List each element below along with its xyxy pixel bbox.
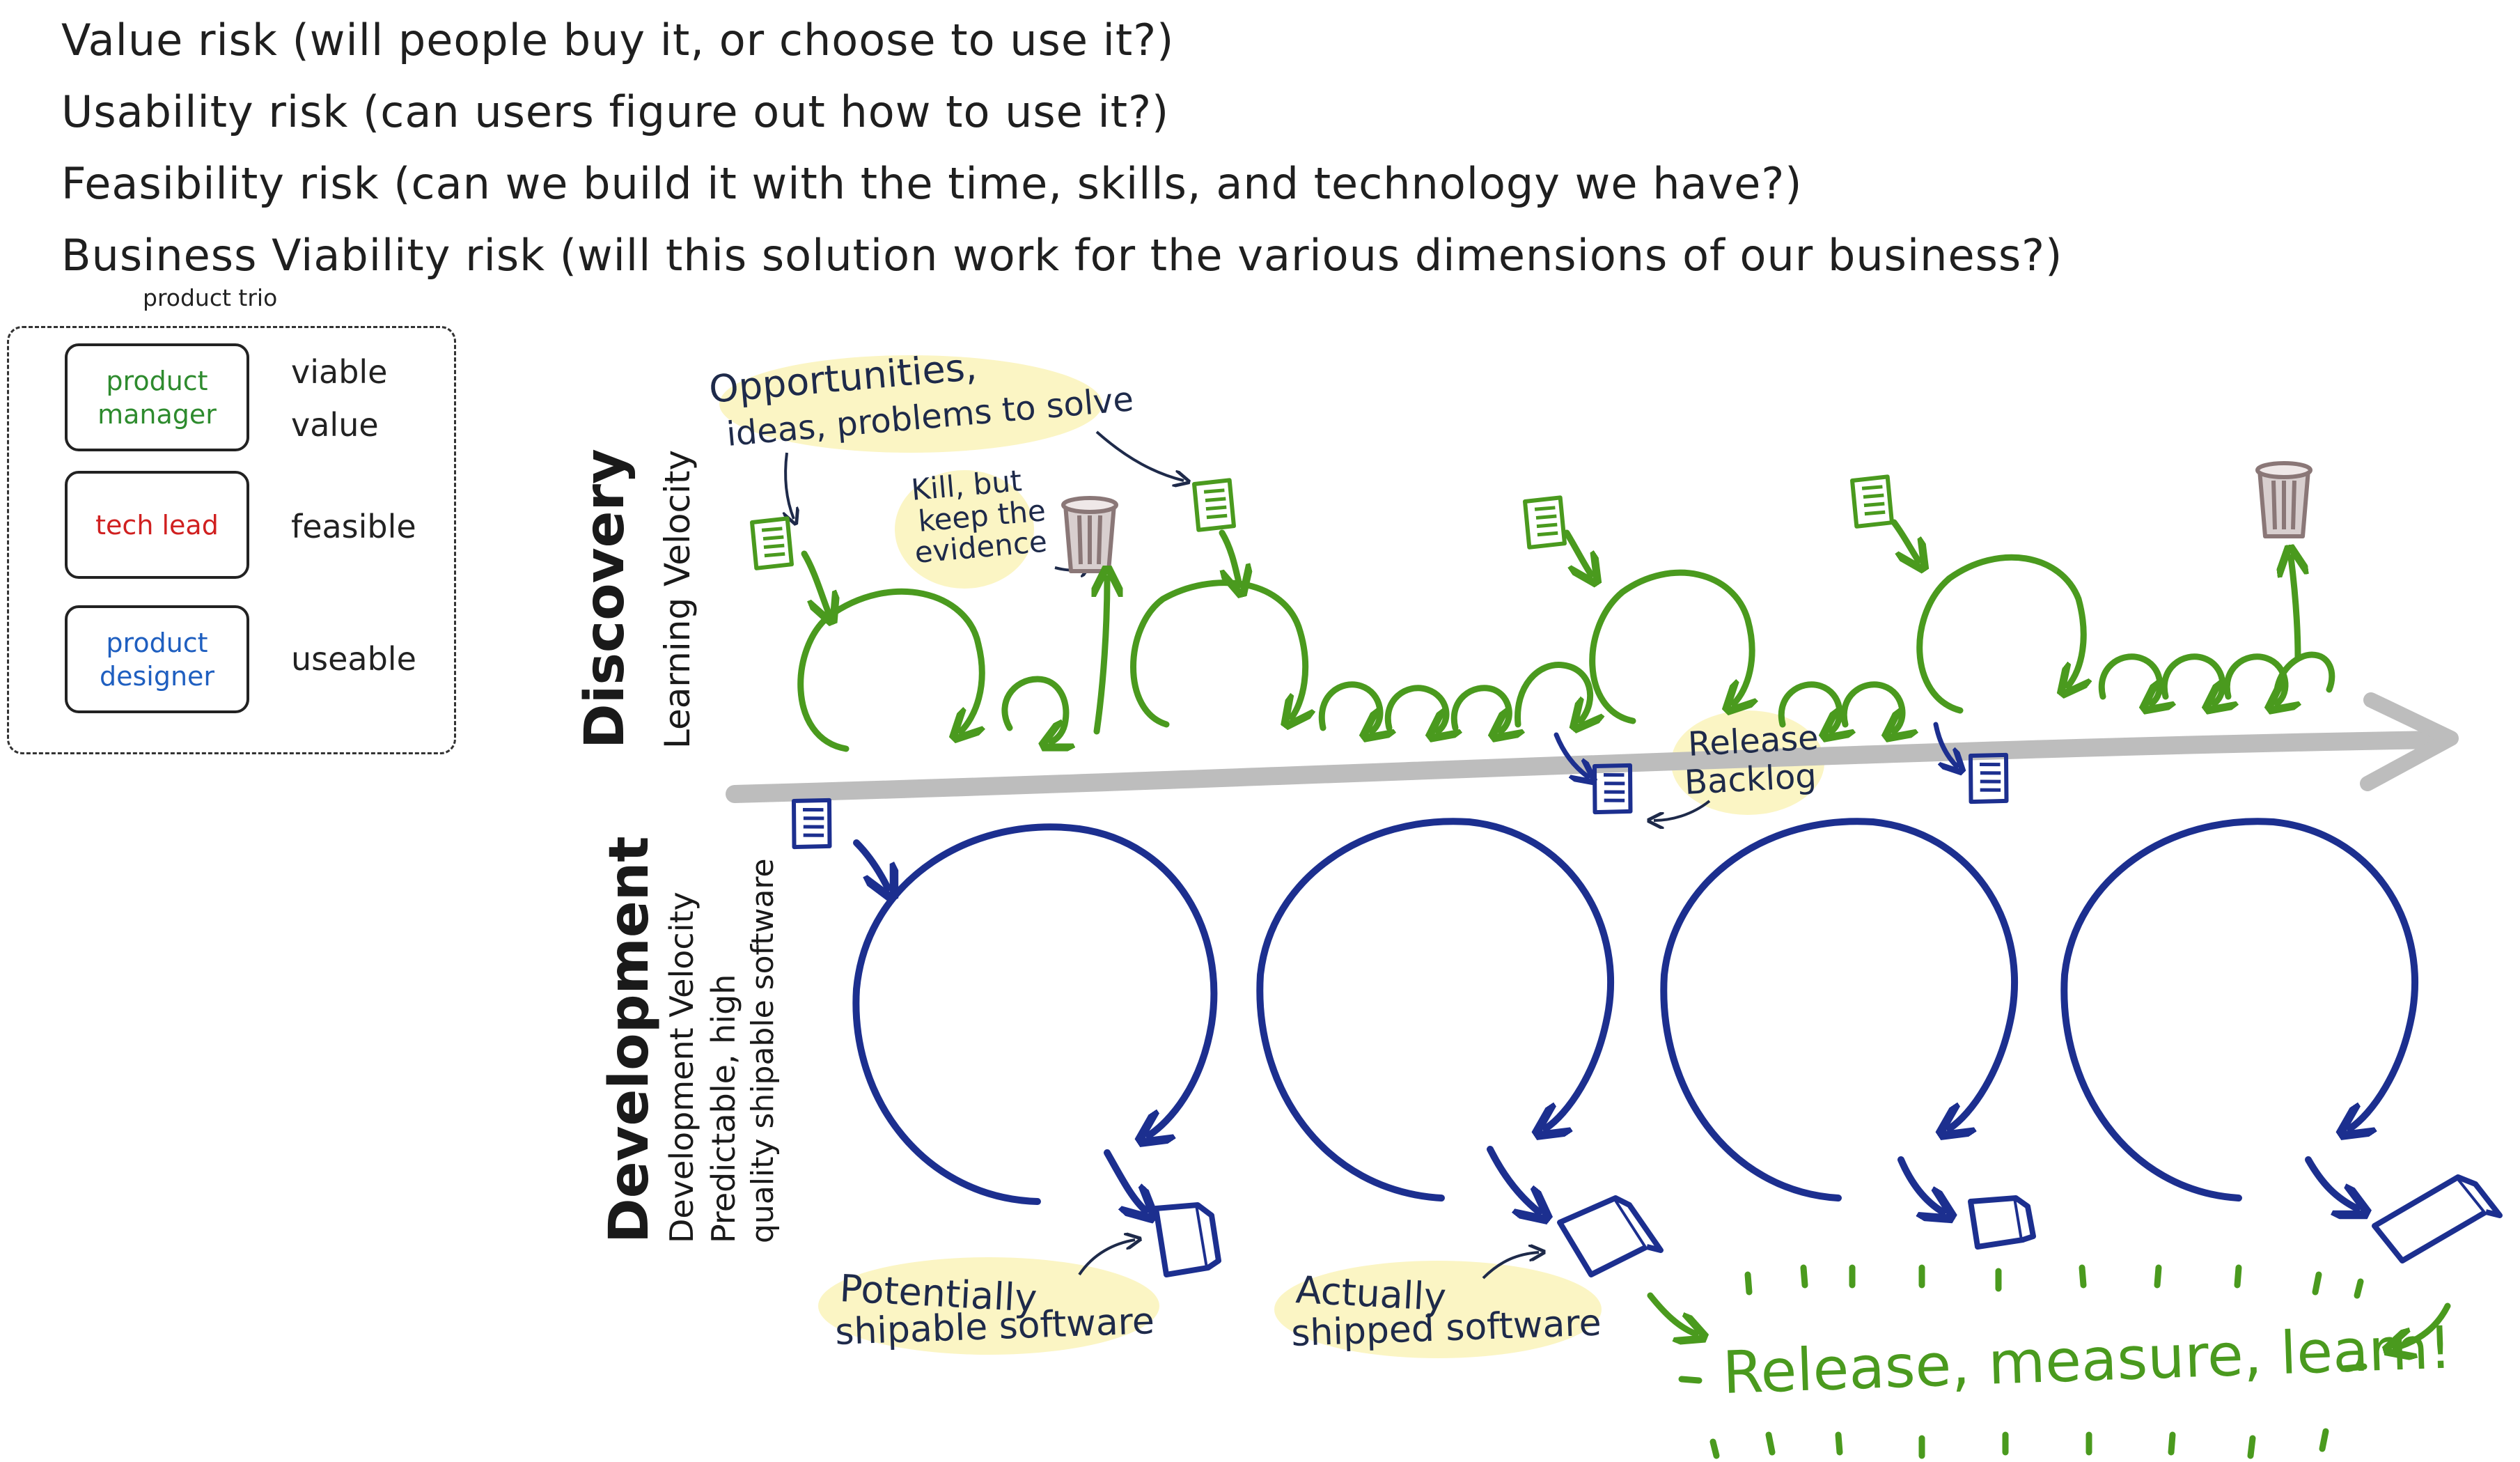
svg-text:Potentially: Potentially [838,1266,1038,1321]
svg-text:Actually: Actually [1294,1268,1447,1319]
software-box-icon [1968,1195,2036,1250]
actually-shipped-label: Actually shipped software [1290,1268,1602,1355]
product-trio-box: product manager tech lead product design… [7,326,456,754]
product-designer-card: product designer [65,605,249,713]
usability-risk: Usability risk (can users figure out how… [61,86,1170,137]
svg-text:Backlog: Backlog [1684,756,1817,802]
opportunity-doc-1 [748,515,795,571]
svg-text:Release: Release [1687,718,1819,764]
feasibility-risk: Feasibility risk (can we build it with t… [61,158,1803,209]
release-measure-learn-label: Release, measure, learn! [1721,1313,2453,1407]
quality-software-label: quality shipable software [745,858,781,1243]
kill-evidence-label: Kill, but keep the evidence [910,463,1049,570]
opportunity-doc-4 [1848,474,1895,529]
highlight-blobs [719,355,1824,1358]
celebration-dashes [1678,1264,2368,1459]
discovery-loops [797,519,2335,752]
software-box-icon [1153,1202,1221,1277]
learning-velocity-label: Learning Velocity [657,450,698,749]
trash-can-icon [1063,498,1116,571]
product-trio-title: product trio [143,284,278,311]
discovery-title: Discovery [574,449,636,749]
value-label: value [291,406,379,444]
development-velocity-label: Development Velocity [663,892,701,1243]
software-box-icon [2372,1174,2503,1263]
opportunity-doc-2 [1190,477,1237,533]
predictable-label: Predictable, high [705,974,742,1243]
value-risk: Value risk (will people buy it, or choos… [61,15,1175,65]
product-manager-card: product manager [65,343,249,451]
viable-label: viable [291,353,388,391]
trash-can-icon [2257,463,2310,536]
software-box-icon [1557,1195,1664,1277]
development-loops [852,818,2419,1212]
feasible-label: feasible [291,508,416,545]
opportunity-doc-3 [1521,495,1568,550]
release-arrows [1647,1292,2451,1348]
development-title: Development [598,836,661,1243]
tech-lead-card: tech lead [65,471,249,579]
risk-list: Value risk (will people buy it, or choos… [61,4,2290,291]
annotation-arrows [785,430,1711,1280]
useable-label: useable [291,640,416,678]
backlog-arrows [1554,722,1957,777]
potentially-shipable-label: Potentially shipable software [834,1266,1155,1353]
backlog-doc-1 [786,794,838,853]
release-backlog-label: Release Backlog [1684,718,1819,802]
business-viability-risk: Business Viability risk (will this solut… [61,230,2063,281]
